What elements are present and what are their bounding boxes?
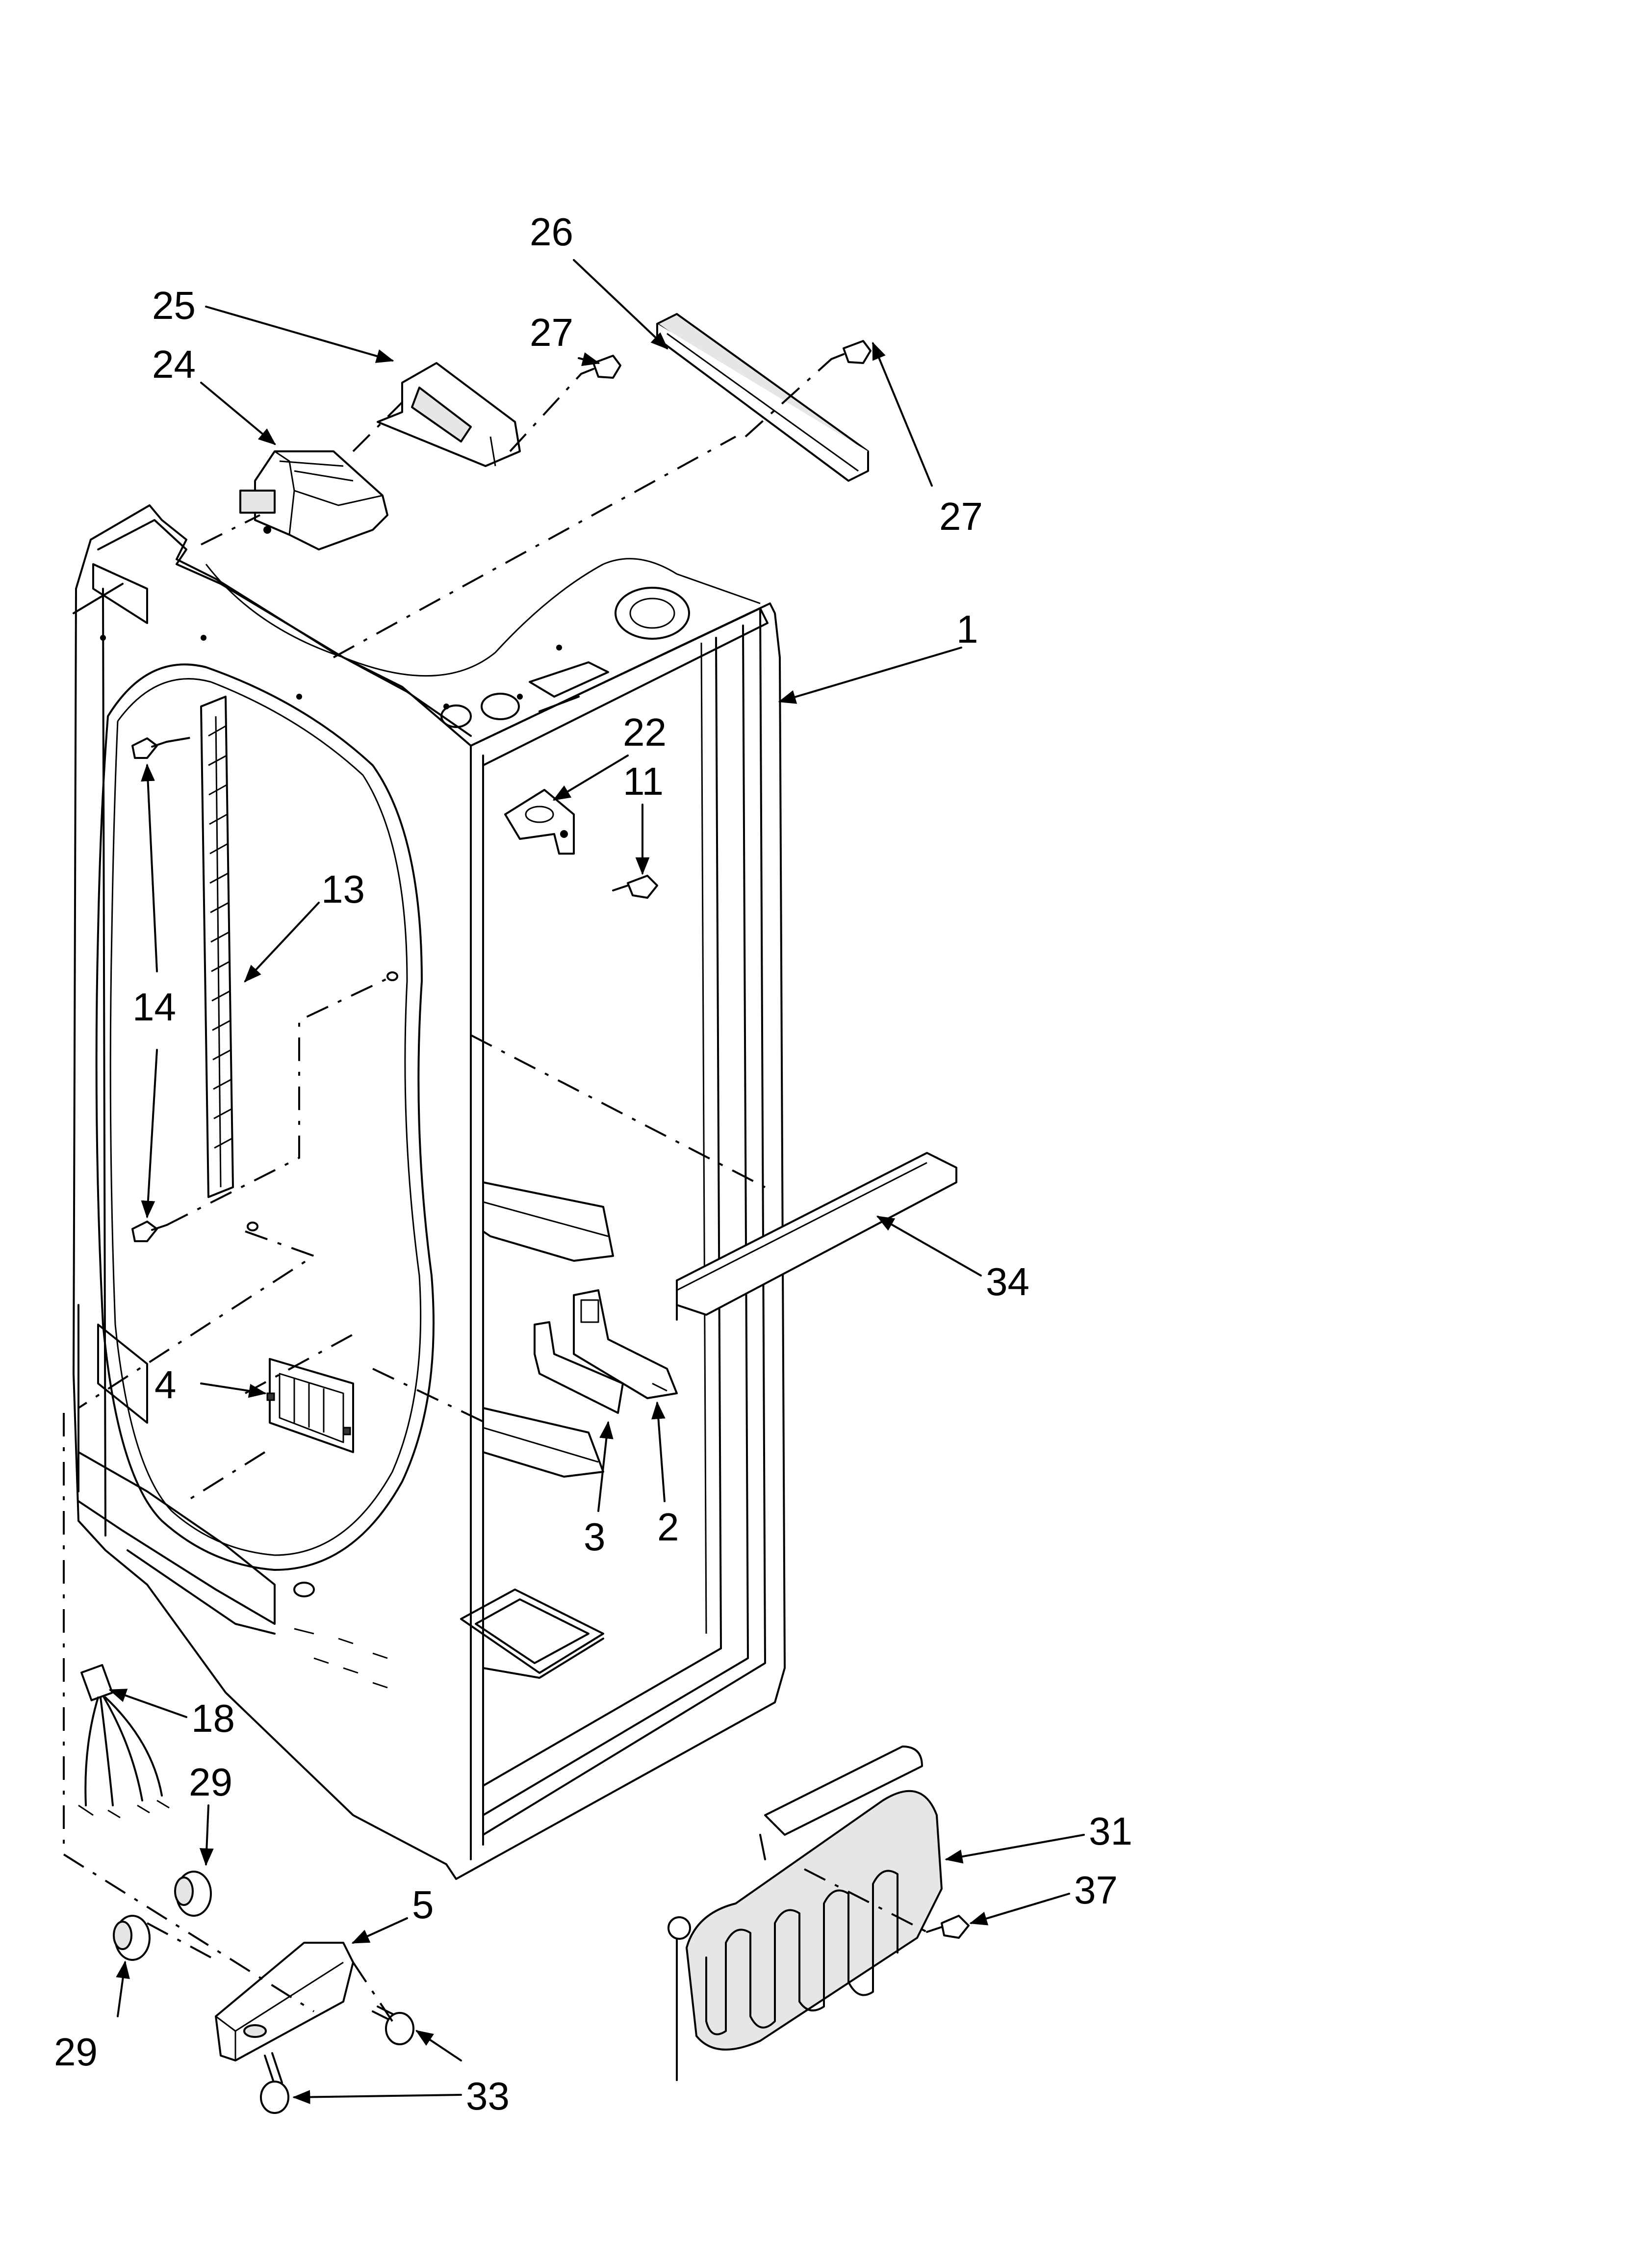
part-33-pin-upper: [372, 2006, 414, 2045]
callout-37: 37: [1074, 1868, 1118, 1912]
cabinet-liner: [73, 504, 786, 1880]
part-26-bracket: [656, 313, 869, 482]
callout-27-left: 27: [530, 311, 573, 354]
part-4-socket: [266, 1358, 354, 1453]
callout-22: 22: [623, 710, 667, 754]
part-2-bracket: [573, 1289, 678, 1399]
callout-34: 34: [986, 1260, 1029, 1303]
callout-13: 13: [321, 867, 365, 911]
part-37-screw: [926, 1915, 970, 1939]
callout-33: 33: [466, 2074, 510, 2118]
callout-31: 31: [1089, 1809, 1132, 1853]
part-22-bracket: [504, 789, 575, 855]
callout-24: 24: [152, 342, 196, 386]
callout-4: 4: [154, 1363, 177, 1407]
part-13-shelf-rail: [200, 696, 234, 1198]
callout-18: 18: [191, 1696, 235, 1740]
part-31-heater: [667, 1746, 943, 2081]
part-29-grommet-lower: [113, 1915, 151, 1961]
callout-29-upper: 29: [189, 1760, 232, 1804]
callout-5: 5: [412, 1883, 434, 1927]
part-27-screw-right: [830, 340, 872, 364]
part-24-control-housing: [239, 450, 388, 550]
part-33-pin-lower: [260, 2052, 289, 2114]
part-3-bracket: [534, 1321, 624, 1414]
callout-26: 26: [530, 210, 573, 254]
callout-labels: 1 26 27 27 25 24 22 11 13 14 4 34 3 2 18…: [54, 210, 1132, 2118]
callout-11: 11: [623, 759, 664, 803]
callout-25: 25: [152, 284, 196, 327]
callout-14: 14: [132, 985, 176, 1029]
part-27-screw-left: [580, 355, 621, 379]
callout-3: 3: [584, 1515, 606, 1559]
assembly-lines: [63, 358, 927, 2022]
part-5-cover: [215, 1942, 354, 2061]
part-25-cover: [377, 362, 521, 467]
callout-29-lower: 29: [54, 2030, 98, 2074]
part-29-grommet-upper: [174, 1871, 212, 1917]
callout-27-right: 27: [939, 495, 983, 538]
callout-1: 1: [956, 607, 978, 651]
part-34-channel: [676, 1152, 957, 1321]
part-14-screws: [131, 737, 168, 1242]
callout-2: 2: [657, 1505, 679, 1549]
leader-arrows: [108, 259, 1085, 2104]
part-18-wire-harness: [78, 1664, 170, 1819]
part-11-screw: [612, 875, 658, 899]
